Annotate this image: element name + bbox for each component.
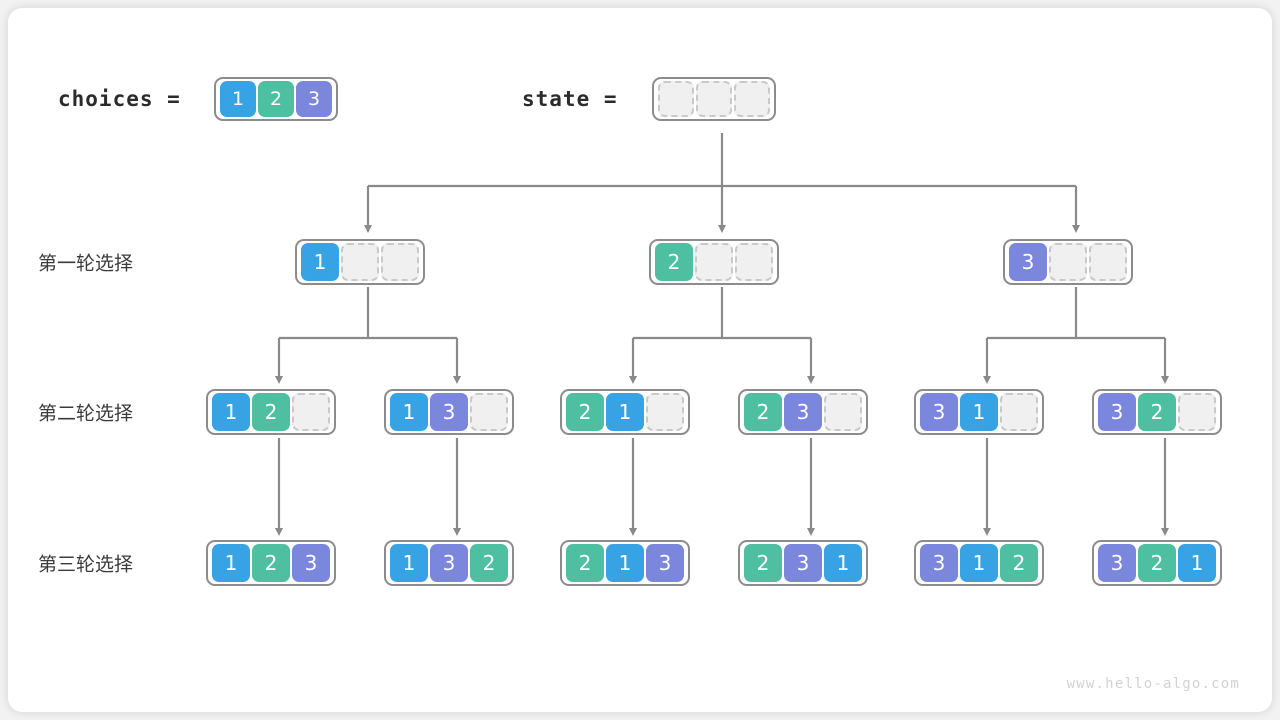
node-round2-2: 1 3 [384, 389, 514, 435]
node-round3-5: 3 1 2 [914, 540, 1044, 586]
node-cell [381, 243, 419, 281]
node-cell: 1 [212, 544, 250, 582]
row-label-round-2: 第二轮选择 [38, 402, 134, 425]
choices-array: 1 2 3 [214, 77, 338, 121]
node-cell: 2 [252, 393, 290, 431]
node-cell: 3 [646, 544, 684, 582]
node-cell [1178, 393, 1216, 431]
node-cell: 3 [430, 393, 468, 431]
node-cell: 3 [920, 544, 958, 582]
node-round3-2: 1 3 2 [384, 540, 514, 586]
node-cell [695, 243, 733, 281]
node-round1-3: 3 [1003, 239, 1133, 285]
state-cell [734, 81, 770, 117]
node-cell: 3 [292, 544, 330, 582]
node-round2-5: 3 1 [914, 389, 1044, 435]
node-cell: 3 [920, 393, 958, 431]
node-cell: 1 [606, 544, 644, 582]
node-cell: 1 [960, 544, 998, 582]
node-cell: 2 [252, 544, 290, 582]
choices-cell: 1 [220, 81, 256, 117]
node-round1-1: 1 [295, 239, 425, 285]
node-cell: 1 [960, 393, 998, 431]
node-cell: 1 [390, 544, 428, 582]
node-cell [292, 393, 330, 431]
node-cell [735, 243, 773, 281]
node-cell: 3 [1098, 544, 1136, 582]
node-round3-4: 2 3 1 [738, 540, 868, 586]
node-cell: 1 [390, 393, 428, 431]
node-cell: 3 [784, 393, 822, 431]
node-cell [824, 393, 862, 431]
state-cell [658, 81, 694, 117]
node-cell: 2 [744, 393, 782, 431]
node-cell: 1 [212, 393, 250, 431]
choices-label: choices = [58, 87, 181, 111]
diagram-card [8, 8, 1272, 712]
node-cell: 3 [1098, 393, 1136, 431]
state-array [652, 77, 776, 121]
choices-cell: 3 [296, 81, 332, 117]
node-cell [1089, 243, 1127, 281]
node-cell [341, 243, 379, 281]
node-cell: 3 [1009, 243, 1047, 281]
node-cell [470, 393, 508, 431]
node-cell: 1 [824, 544, 862, 582]
node-cell: 2 [566, 393, 604, 431]
node-cell [1000, 393, 1038, 431]
row-label-round-1: 第一轮选择 [38, 252, 134, 275]
watermark: www.hello-algo.com [1066, 676, 1240, 692]
node-round3-6: 3 2 1 [1092, 540, 1222, 586]
node-round2-3: 2 1 [560, 389, 690, 435]
node-cell [646, 393, 684, 431]
state-label: state = [522, 87, 618, 111]
node-cell: 1 [606, 393, 644, 431]
node-cell: 1 [1178, 544, 1216, 582]
node-cell [1049, 243, 1087, 281]
node-round2-1: 1 2 [206, 389, 336, 435]
node-round3-3: 2 1 3 [560, 540, 690, 586]
node-cell: 2 [566, 544, 604, 582]
node-round2-4: 2 3 [738, 389, 868, 435]
node-cell: 2 [744, 544, 782, 582]
node-cell: 2 [655, 243, 693, 281]
node-cell: 2 [470, 544, 508, 582]
node-round2-6: 3 2 [1092, 389, 1222, 435]
node-round1-2: 2 [649, 239, 779, 285]
row-label-round-3: 第三轮选择 [38, 553, 134, 576]
state-cell [696, 81, 732, 117]
node-cell: 3 [430, 544, 468, 582]
node-cell: 2 [1138, 393, 1176, 431]
node-cell: 2 [1000, 544, 1038, 582]
node-cell: 2 [1138, 544, 1176, 582]
node-cell: 3 [784, 544, 822, 582]
node-round3-1: 1 2 3 [206, 540, 336, 586]
node-cell: 1 [301, 243, 339, 281]
choices-cell: 2 [258, 81, 294, 117]
